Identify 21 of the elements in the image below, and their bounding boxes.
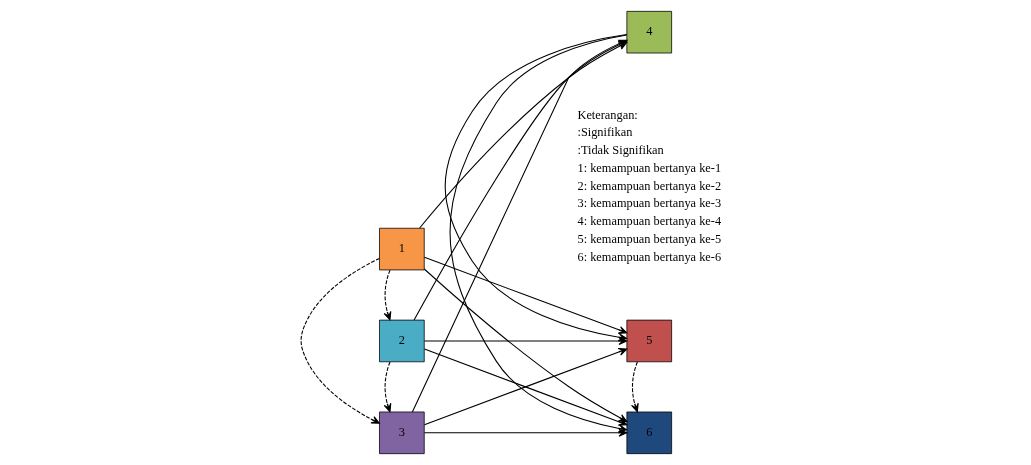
node-box: 1 xyxy=(379,227,425,271)
node-box: 2 xyxy=(379,319,425,363)
label: 3: kemampuan bertanya ke-3 xyxy=(577,196,722,211)
arrow xyxy=(423,428,628,437)
arrow xyxy=(631,361,639,413)
label: Keterangan: xyxy=(577,107,638,122)
arrow xyxy=(383,269,392,321)
arrow xyxy=(423,256,628,334)
label: 6: kemampuan bertanya ke-6 xyxy=(577,249,722,264)
legend-label: :Signifikan xyxy=(577,125,633,140)
label: 2: kemampuan bertanya ke-2 xyxy=(577,178,722,193)
arrow xyxy=(383,361,392,413)
label: 1: kemampuan bertanya ke-1 xyxy=(577,160,722,175)
label: 5: kemampuan bertanya ke-5 xyxy=(577,231,722,246)
node-box: 3 xyxy=(379,411,425,455)
label: 4: kemampuan bertanya ke-4 xyxy=(577,214,722,229)
node-box: 5 xyxy=(626,319,672,363)
node-box: 6 xyxy=(626,411,672,455)
arrow xyxy=(300,257,380,424)
legend-label: :Tidak Signifikan xyxy=(577,143,664,157)
node-box: 4 xyxy=(626,10,672,54)
